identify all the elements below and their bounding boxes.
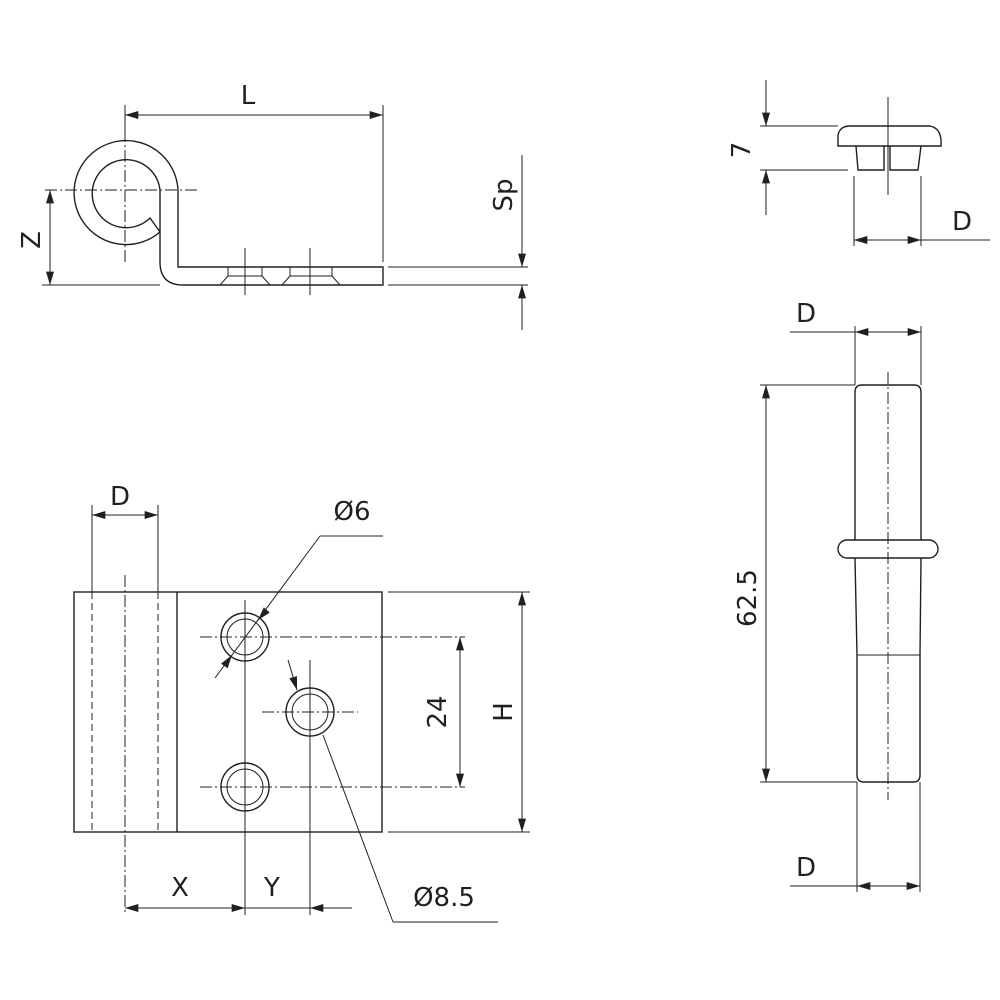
large-hole-label: Ø8.5 xyxy=(413,883,475,913)
side-view: L Z Sp xyxy=(17,81,528,330)
pin-length-label: 62.5 xyxy=(733,569,763,627)
pin-cap-view: 7 D xyxy=(727,80,990,246)
pin-bottom-diameter-label: D xyxy=(796,853,816,883)
hole-spacing-label: 24 xyxy=(423,695,453,728)
height-label: Z xyxy=(17,231,47,249)
offset-y-label: Y xyxy=(263,873,280,903)
countersunk-holes xyxy=(219,248,341,295)
pin-view: D 62.5 D xyxy=(733,299,939,892)
plan-view: D Ø6 Ø8.5 24 H X Y xyxy=(73,482,530,923)
hinge-profile xyxy=(73,139,384,286)
pin-top-diameter-label: D xyxy=(796,299,816,329)
small-hole-label: Ø6 xyxy=(333,497,370,527)
offset-x-label: X xyxy=(171,873,189,903)
length-label: L xyxy=(241,81,256,111)
height-label-h: H xyxy=(489,702,519,722)
thickness-label: Sp xyxy=(489,178,519,211)
cap-height-label: 7 xyxy=(727,142,757,159)
cap-diameter-label: D xyxy=(952,207,972,237)
knuckle-diameter-label: D xyxy=(110,482,130,512)
